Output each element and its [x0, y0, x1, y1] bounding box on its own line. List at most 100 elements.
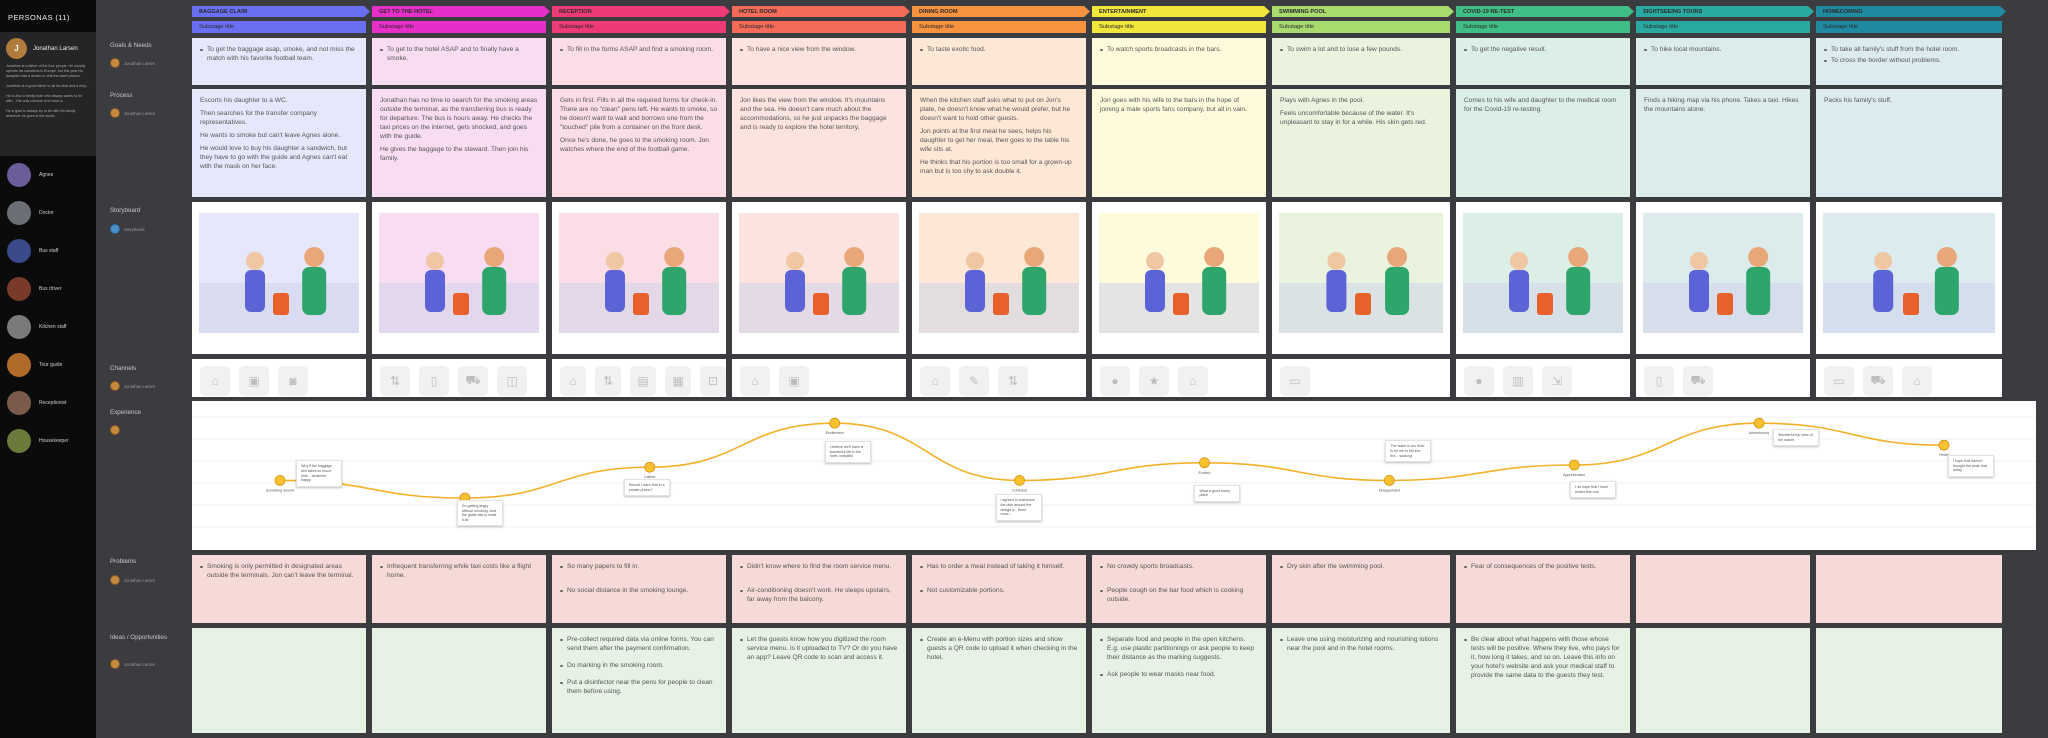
channel-icon[interactable]: ⌂ [1902, 366, 1932, 396]
experience-note[interactable]: Should I warn that in a private phone? [623, 479, 670, 497]
channel-icon[interactable]: ▭ [1824, 366, 1854, 396]
stage-header[interactable]: ENTERTAINMENT [1092, 6, 1270, 17]
channel-icon[interactable]: ▥ [1503, 366, 1533, 396]
process-text: Gets in first. Fills in all the required… [560, 97, 718, 131]
emotion-point[interactable] [644, 461, 656, 473]
persona-item[interactable]: Tour guide [0, 346, 96, 384]
stage-header[interactable]: DINING ROOM [912, 6, 1090, 17]
channel-icon[interactable]: ⛟ [458, 366, 488, 396]
persona-item[interactable]: Receptionist [0, 384, 96, 422]
stage-header[interactable]: HOMECOMING [1816, 6, 2006, 17]
emotion-point[interactable] [274, 475, 286, 486]
substage-title[interactable]: Substage title [1456, 21, 1630, 33]
substage-title[interactable]: Substage title [552, 21, 726, 33]
channel-icon[interactable]: ● [1464, 366, 1494, 396]
problem-item: Fear of consequences of the positive tes… [1464, 562, 1622, 571]
problems-cell: So many papers to fill in.No social dist… [552, 555, 726, 623]
person-head [1327, 252, 1346, 270]
idea-item: Separate food and people in the open kit… [1100, 635, 1258, 662]
ideas-cell [192, 628, 366, 733]
channel-icon[interactable]: ▯ [1644, 366, 1674, 396]
goals-cell: To swim a lot and to lose a few pounds. [1272, 38, 1450, 85]
substage-title[interactable]: Substage title [912, 21, 1086, 33]
channel-icon[interactable]: ◫ [497, 366, 527, 396]
channel-icon[interactable]: ▣ [779, 366, 809, 396]
substage-title[interactable]: Substage title [1272, 21, 1450, 33]
substage-title[interactable]: Substage title [192, 21, 366, 33]
channel-icon[interactable]: ▦ [665, 366, 691, 396]
channel-icon[interactable]: ✎ [959, 366, 989, 396]
experience-note[interactable]: Wonderful trip view of the nature [1773, 429, 1820, 447]
emotion-point[interactable] [1568, 459, 1580, 471]
person-head [1874, 252, 1893, 270]
process-cell: Plays with Agnes in the pool.Feels uncom… [1272, 89, 1450, 197]
substage-title[interactable]: Substage title [732, 21, 906, 33]
avatar [110, 381, 120, 391]
storyboard-cell [732, 202, 906, 354]
storyboard-cell [552, 202, 726, 354]
stage-header[interactable]: SWIMMING POOL [1272, 6, 1454, 17]
channel-icon[interactable]: ⇲ [1542, 366, 1572, 396]
channel-icon[interactable]: ⌂ [740, 366, 770, 396]
experience-note[interactable]: I do hope that I have tested this one [1570, 481, 1617, 499]
channel-icon[interactable]: ▯ [419, 366, 449, 396]
avatar [110, 108, 120, 118]
persona-item[interactable]: Housekeeper [0, 422, 96, 460]
goals-cell: To get the baggage asap, smoke, and not … [192, 38, 366, 85]
channel-icon[interactable]: ⌂ [920, 366, 950, 396]
person-body [1873, 270, 1894, 312]
luggage [813, 293, 829, 315]
channel-icon[interactable]: ⊡ [700, 366, 726, 396]
emotion-point[interactable] [1014, 475, 1025, 486]
channel-icon[interactable]: ⌂ [200, 366, 230, 396]
stage-header[interactable]: RECEPTION [552, 6, 730, 17]
persona-item-name: Bus staff [39, 248, 59, 254]
emotion-point[interactable] [1753, 417, 1765, 429]
emotion-point[interactable] [1383, 475, 1395, 486]
emotion-point[interactable] [1199, 457, 1210, 469]
persona-item[interactable]: Doctor [0, 194, 96, 232]
channel-icon[interactable]: ▭ [1280, 366, 1310, 396]
channel-icon[interactable]: ⇅ [380, 366, 410, 396]
row-label-storyboard: Storyboard [110, 207, 141, 214]
experience-note[interactable]: I'm getting angry without smoking. And t… [456, 500, 503, 527]
goals-cell: To get the negative result. [1456, 38, 1630, 85]
persona-item[interactable]: Bus staff [0, 232, 96, 270]
channel-icon[interactable]: ● [1100, 366, 1130, 396]
persona-item[interactable]: Bus driver [0, 270, 96, 308]
experience-note[interactable]: What a good lovely place [1194, 484, 1241, 502]
channel-icon[interactable]: ★ [1139, 366, 1169, 396]
emotion-point[interactable] [1938, 439, 1950, 451]
channel-icon[interactable]: ⌂ [1178, 366, 1208, 396]
stage-header[interactable]: SIGHTSEEING TOURS [1636, 6, 1814, 17]
problems-cell: Dry skin after the swimming pool. [1272, 555, 1450, 623]
experience-note[interactable]: I hope that haven't thought the peak tha… [1948, 455, 1994, 477]
persona-item[interactable]: Agnes [0, 156, 96, 194]
experience-note[interactable]: Why if the baggage belt takes so much ti… [296, 460, 342, 487]
experience-note[interactable]: I believe we'll have a wonderful life in… [824, 441, 871, 463]
channel-icon[interactable]: ⛟ [1683, 366, 1713, 396]
stage-header[interactable]: COVID-19 RE-TEST [1456, 6, 1634, 17]
luggage [273, 293, 289, 315]
persona-active[interactable]: J Jonathan Larsen Jonathan is a father o… [0, 32, 96, 156]
person-head [1024, 247, 1045, 267]
experience-note[interactable]: The water is too thick to let me to fall… [1385, 440, 1432, 463]
substage-title[interactable]: Substage title [1636, 21, 1810, 33]
emotion-point[interactable] [829, 417, 841, 429]
channel-icon[interactable]: ▤ [630, 366, 656, 396]
persona-item[interactable]: Kitchen staff [0, 308, 96, 346]
stage-header[interactable]: HOTEL ROOM [732, 6, 910, 17]
substage-title[interactable]: Substage title [1816, 21, 2002, 33]
channel-icon[interactable]: ⌂ [560, 366, 586, 396]
stage-header[interactable]: GET TO THE HOTEL [372, 6, 550, 17]
channel-icon[interactable]: ⇅ [595, 366, 621, 396]
channel-icon[interactable]: ⇅ [998, 366, 1028, 396]
substage-title[interactable]: Substage title [1092, 21, 1266, 33]
substage-title[interactable]: Substage title [372, 21, 546, 33]
experience-note[interactable]: I agreed to customize the dish around th… [995, 494, 1042, 521]
stage-header[interactable]: BAGGAGE CLAIM [192, 6, 370, 17]
emotion-label: Disappointed [1379, 488, 1400, 492]
channel-icon[interactable]: ◙ [278, 366, 308, 396]
channel-icon[interactable]: ⛟ [1863, 366, 1893, 396]
channel-icon[interactable]: ▣ [239, 366, 269, 396]
